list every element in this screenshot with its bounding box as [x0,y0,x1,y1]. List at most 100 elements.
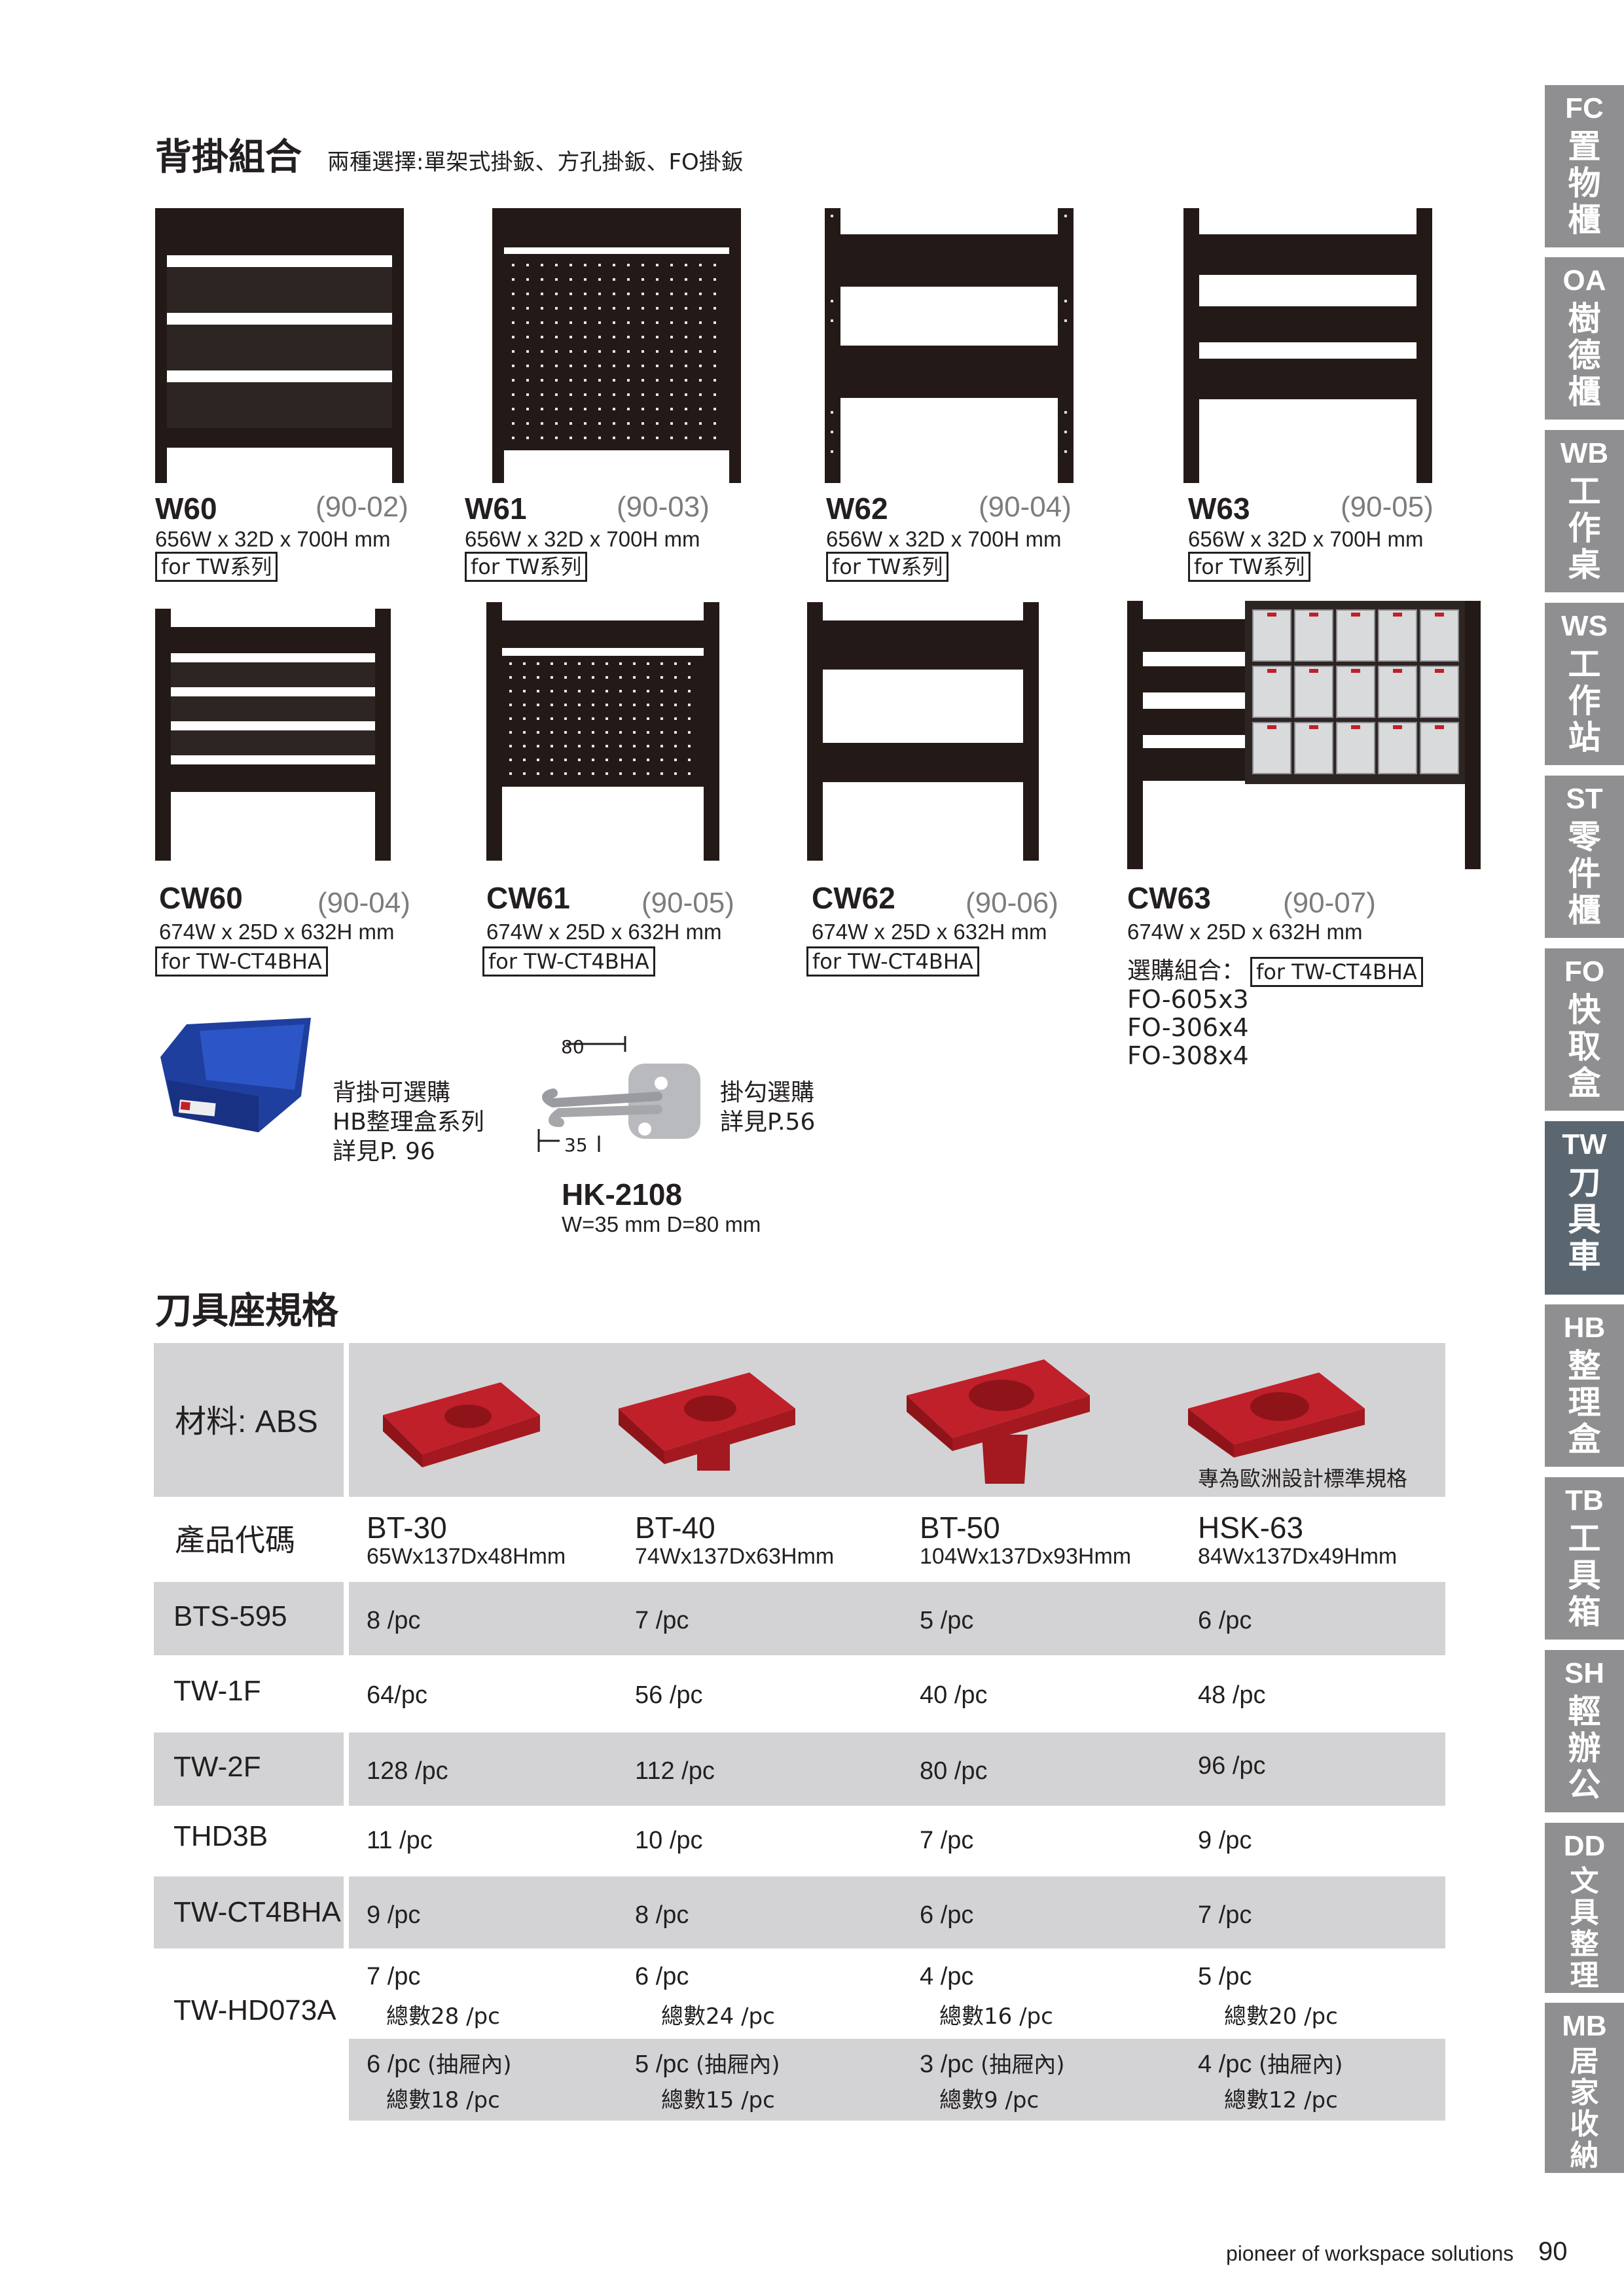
product-dimensions: 656W x 32D x 700H mm [826,527,1062,551]
pegboard-hole [550,717,553,720]
pegboard-hole [569,336,572,338]
pegboard-hole [598,293,601,295]
pegboard-hole [592,772,594,775]
pegboard-hole [660,745,663,747]
pegboard-hole [627,293,630,295]
pegboard-hole [713,365,716,367]
fo-bin [1420,722,1459,774]
pegboard-hole [569,350,572,353]
pegboard-hole [564,690,567,692]
pegboard-hole [685,307,687,310]
hook-dimensions: W=35 mm D=80 mm [562,1212,761,1236]
column-code: BT-30 [367,1511,447,1545]
table-cell: 3 /pc (抽屜內) [920,2047,1064,2079]
tab-code: OA [1562,264,1606,296]
pegboard-hole [512,422,514,425]
pegboard-hole [674,731,677,734]
pegboard-hole [647,731,649,734]
product-number: (90-04) [317,887,410,919]
table-cell: 6 /pc [1198,1607,1252,1634]
pegboard-hole [713,336,716,338]
pegboard-hole [592,704,594,706]
pegboard-hole [605,676,608,679]
pegboard-hole [713,422,716,425]
table-cell: 7 /pc [920,1827,974,1854]
footer-tagline: pioneer of workspace solutions [1226,2242,1514,2265]
column-code: BT-40 [635,1511,715,1545]
pegboard-hole [555,393,558,396]
pegboard-hole [598,336,601,338]
pegboard-hole [699,379,702,382]
product-code: W63 [1188,492,1250,526]
pegboard-hole [699,336,702,338]
pegboard-hole [685,422,687,425]
pegboard-hole [619,676,622,679]
fo-bin [1336,666,1375,718]
tab-name: 工作站 [1568,645,1601,757]
pegboard-hole [598,422,601,425]
product-dimensions: 674W x 25D x 632H mm [159,920,395,944]
pegboard-hole [512,278,514,281]
tab-code: TW [1562,1128,1607,1160]
column-code: BT-50 [920,1511,1000,1545]
pegboard-hole [647,676,649,679]
pegboard-hole [627,408,630,410]
column-dimensions: 74Wx137Dx63Hmm [635,1544,835,1569]
pegboard-hole [699,422,702,425]
pegboard-hole [569,321,572,324]
pegboard-hole [699,278,702,281]
holder-image-bt30 [370,1369,566,1467]
product-dimensions: 674W x 25D x 632H mm [1127,920,1363,944]
tab-name: 輕辦公 [1568,1693,1601,1804]
fit-badge: for TW系列 [465,552,588,582]
pegboard-hole [555,278,558,281]
pegboard-hole [526,350,529,353]
pegboard-hole [699,350,702,353]
pegboard-hole [584,293,586,295]
pegboard-hole [564,772,567,775]
product-number: (90-03) [617,491,710,523]
pegboard-hole [699,393,702,396]
pegboard-hole [670,422,673,425]
pegboard-hole [656,408,659,410]
pegboard-hole [660,759,663,761]
pegboard-hole [685,321,687,324]
pegboard-hole [641,278,644,281]
pegboard-hole [598,307,601,310]
table-cell: 80 /pc [920,1757,988,1785]
pegboard-hole [526,422,529,425]
pegboard-hole [584,422,586,425]
pegboard-hole [641,437,644,439]
pegboard-hole [523,731,526,734]
pegboard-hole [674,690,677,692]
pegboard-hole [523,690,526,692]
pegboard-hole [641,422,644,425]
fo-bin [1294,722,1333,774]
table-cell: 7 /pc [635,1607,689,1634]
pegboard-hole [613,408,615,410]
pegboard-hole [555,422,558,425]
pegboard-hole [670,264,673,266]
tab-code: HB [1563,1312,1606,1344]
pegboard-hole [656,350,659,353]
pegboard-hole [512,264,514,266]
pegboard-hole [647,690,649,692]
pegboard-hole [584,379,586,382]
pegboard-hole [592,759,594,761]
pegboard-hole [512,437,514,439]
pegboard-hole [619,731,622,734]
pegboard-hole [674,676,677,679]
fit-badge: for TW系列 [1188,552,1311,582]
